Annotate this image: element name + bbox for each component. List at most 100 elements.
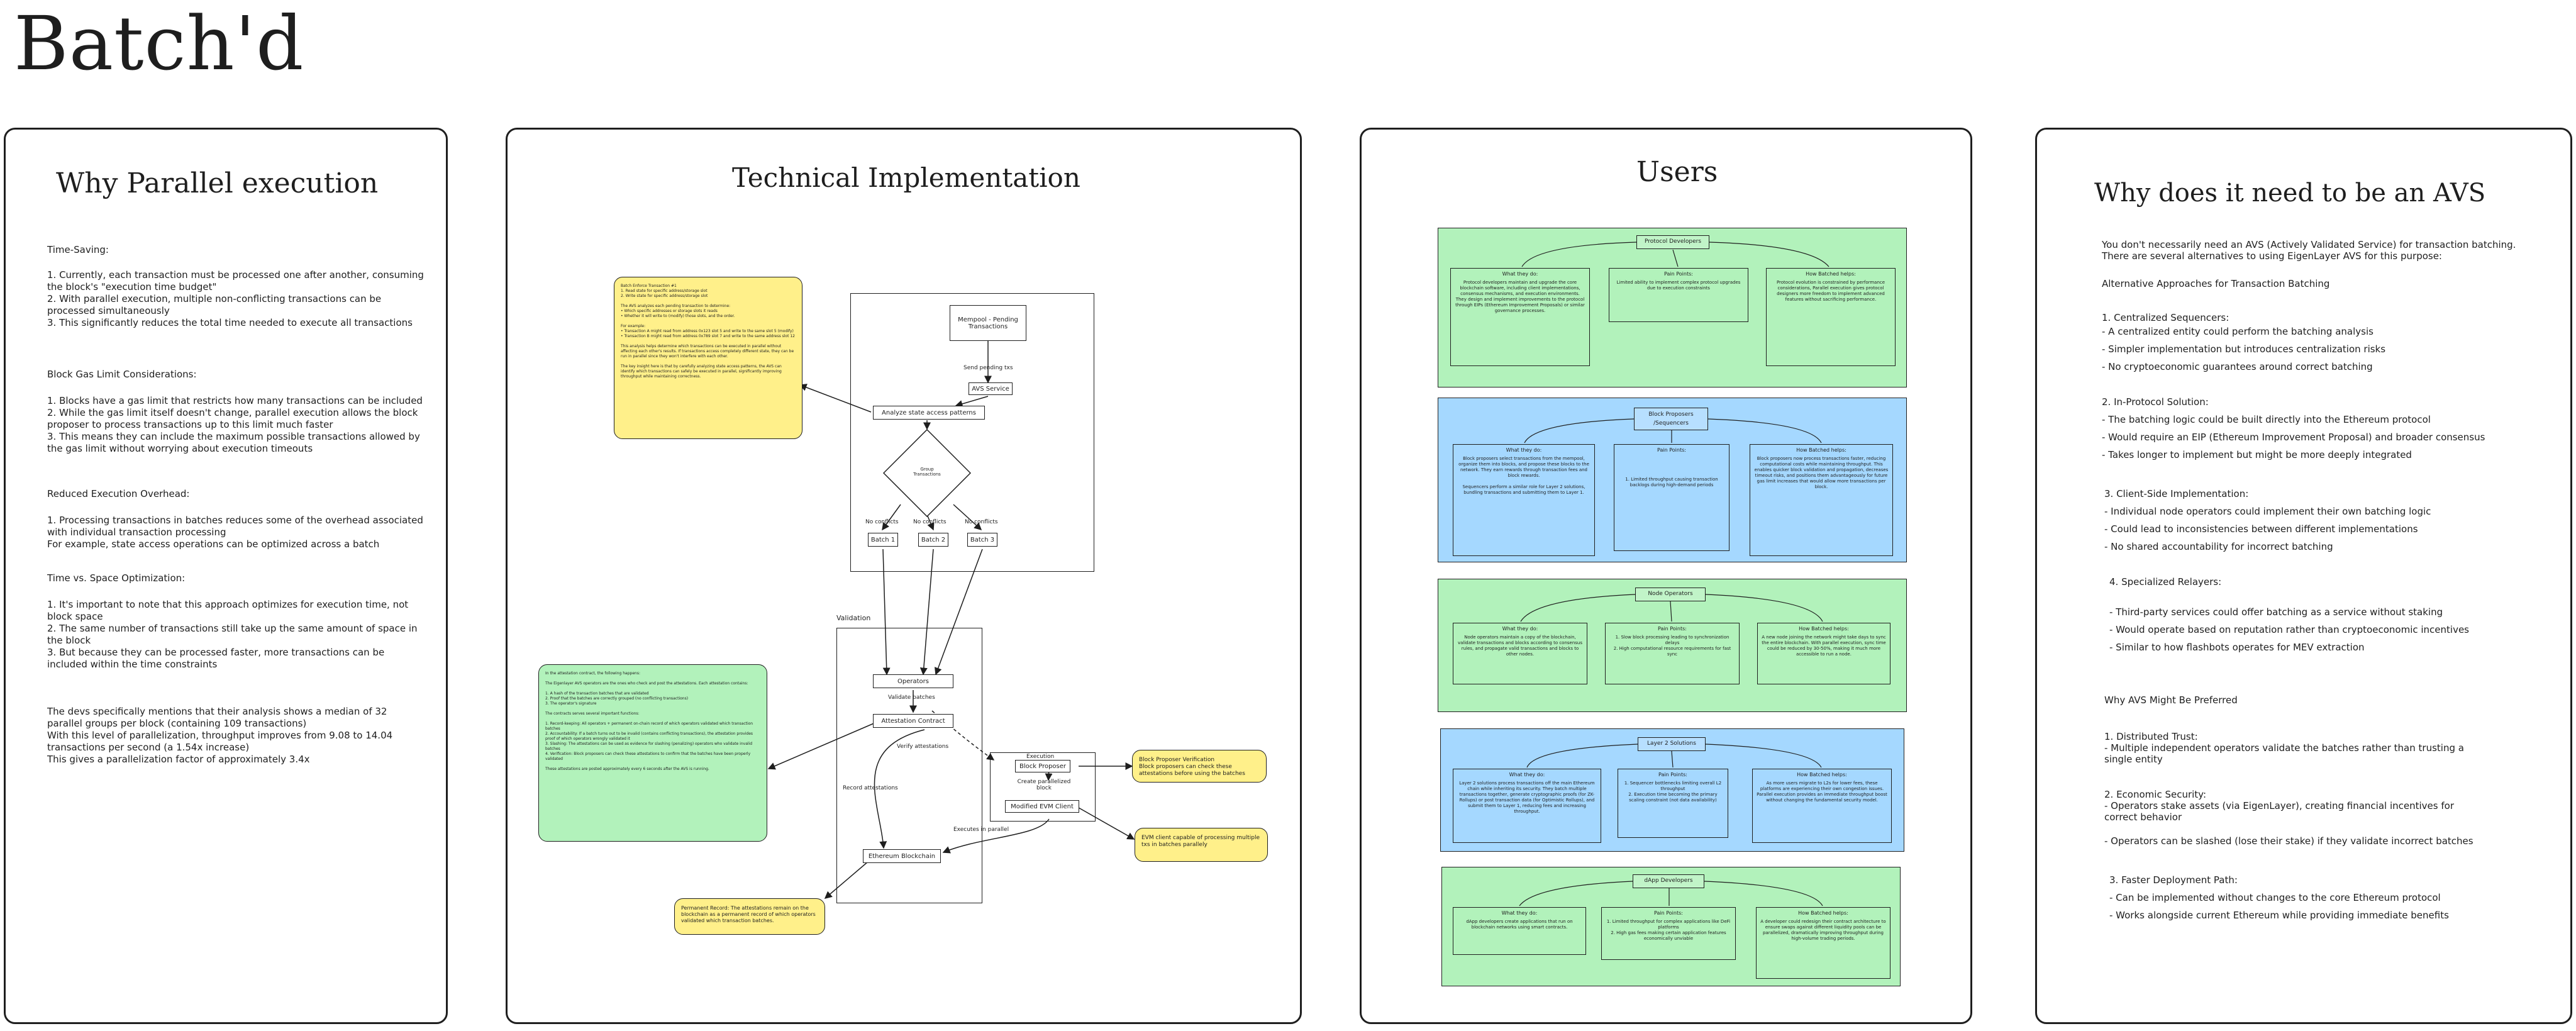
text-line: - Operators can be slashed (lose their s… [2104, 835, 2473, 847]
panel-title: Technical Implementation [732, 162, 1080, 193]
card-heading: Pain Points: [1664, 271, 1693, 277]
group-transactions-diamond[interactable] [883, 429, 971, 517]
card-heading: What they do: [1502, 626, 1538, 632]
block-proposer-box[interactable]: Block Proposer [1015, 760, 1070, 772]
text-line: - Individual node operators could implem… [2104, 506, 2431, 517]
section-heading: Time-Saving: [47, 244, 109, 255]
text-line: - Third-party services could offer batch… [2109, 606, 2443, 618]
card-heading: Pain Points: [1658, 772, 1687, 777]
card-body: Block proposers now process transactions… [1754, 456, 1889, 489]
page-title: Batch'd [14, 0, 304, 87]
what-they-do-card: What they do: Block proposers select tra… [1453, 444, 1595, 556]
text-line: - No shared accountability for incorrect… [2104, 541, 2333, 552]
text-line: - Would operate based on reputation rath… [2109, 624, 2469, 635]
section-heading: Node Operators [1635, 588, 1706, 601]
avs-service-box[interactable]: AVS Service [969, 382, 1013, 395]
execution-group-frame [990, 752, 1096, 822]
section-heading: Layer 2 Solutions [1638, 737, 1706, 751]
text-line: 1. Centralized Sequencers: [2102, 312, 2229, 323]
text-line: - Can be implemented without changes to … [2109, 892, 2441, 903]
paragraph: 1. Currently, each transaction must be p… [47, 269, 424, 328]
card-heading: How Batched helps: [1798, 910, 1848, 916]
pain-points-card: Pain Points: 1. Slow block processing le… [1605, 623, 1740, 684]
validate-batches-label: Validate batches [888, 694, 935, 701]
no-conflicts-label-3: No conflicts [965, 519, 998, 525]
pain-points-card: Pain Points: Limited ability to implemen… [1609, 268, 1748, 322]
card-body: Protocol evolution is constrained by per… [1776, 280, 1885, 302]
ethereum-blockchain-box[interactable]: Ethereum Blockchain [863, 849, 941, 863]
mempool-box[interactable]: Mempool - Pending Transactions [950, 305, 1026, 341]
card-heading: Pain Points: [1657, 447, 1686, 453]
text-line: You don't necessarily need an AVS (Activ… [2102, 239, 2516, 250]
verify-attestations-label: Verify attestations [897, 744, 949, 750]
card-body: Protocol developers maintain and upgrade… [1455, 280, 1585, 313]
card-heading: How Batched helps: [1799, 626, 1849, 632]
what-they-do-card: What they do: Protocol developers mainta… [1450, 268, 1590, 366]
paragraph: 1. Processing transactions in batches re… [47, 515, 423, 550]
what-they-do-card: What they do: Node operators maintain a … [1453, 623, 1587, 684]
how-batched-helps-card: How Batched helps: Block proposers now p… [1750, 444, 1893, 556]
card-heading: What they do: [1501, 910, 1538, 916]
note-state-access-analysis: Batch Enforce Transaction #1 1. Read sta… [614, 277, 802, 439]
card-heading: What they do: [1509, 772, 1545, 777]
pain-points-card: Pain Points: 1. Sequencer bottlenecks li… [1618, 769, 1728, 838]
card-body: Limited ability to implement complex pro… [1616, 280, 1741, 291]
pain-points-card: Pain Points: 1. Limited throughput causi… [1614, 444, 1729, 551]
card-body: dApp developers create applications that… [1466, 919, 1573, 930]
batching-group-frame [850, 293, 1094, 572]
group-transactions-label: Group Transactions [913, 467, 941, 477]
text-line: - Takes longer to implement but might be… [2102, 449, 2412, 460]
execution-label: Execution [1026, 754, 1055, 760]
user-section-layer-2 [1440, 728, 1904, 852]
batch-2-box[interactable]: Batch 2 [918, 533, 948, 547]
text-line: There are several alternatives to using … [2102, 250, 2442, 262]
how-batched-helps-card: How Batched helps: As more users migrate… [1752, 769, 1892, 843]
panel-why-parallel: Why Parallel execution Time-Saving: 1. C… [4, 128, 448, 1024]
how-batched-helps-card: How Batched helps: A new node joining th… [1757, 623, 1890, 684]
card-body: Layer 2 solutions process transactions o… [1459, 781, 1595, 814]
batch-3-box[interactable]: Batch 3 [967, 533, 997, 547]
text-line: - Multiple independent operators validat… [2104, 742, 2464, 754]
text-line: - Could lead to inconsistencies between … [2104, 523, 2418, 535]
card-body: A new node joining the network might tak… [1762, 635, 1886, 657]
batch-1-box[interactable]: Batch 1 [868, 533, 898, 547]
section-heading: Block Gas Limit Considerations: [47, 369, 197, 380]
card-body: 1. Slow block processing leading to sync… [1613, 635, 1731, 657]
text-line: - Similar to how flashbots operates for … [2109, 642, 2365, 653]
text-line: single entity [2104, 754, 2163, 765]
panel-title: Why does it need to be an AVS [2094, 179, 2486, 208]
text-line: 4. Specialized Relayers: [2109, 576, 2222, 588]
how-batched-helps-card: How Batched helps: A developer could red… [1756, 907, 1890, 979]
what-they-do-card: What they do: dApp developers create app… [1453, 907, 1586, 955]
attestation-contract-box[interactable]: Attestation Contract [873, 714, 953, 728]
modified-evm-box[interactable]: Modified EVM Client [1005, 800, 1079, 813]
section-heading: Time vs. Space Optimization: [47, 572, 186, 584]
panel-title: Why Parallel execution [56, 167, 379, 199]
analyze-state-box[interactable]: Analyze state access patterns [873, 406, 985, 420]
card-body: As more users migrate to L2s for lower f… [1757, 781, 1887, 803]
panel-title: Users [1636, 156, 1718, 188]
text-line: 2. Economic Security: [2104, 789, 2207, 800]
card-heading: How Batched helps: [1797, 772, 1847, 777]
card-heading: What they do: [1502, 271, 1538, 277]
paragraph: 1. It's important to note that this appr… [47, 599, 418, 670]
card-body: 1. Limited throughput for complex applic… [1606, 919, 1731, 941]
card-heading: Pain Points: [1658, 626, 1687, 632]
operators-box[interactable]: Operators [873, 674, 953, 688]
text-line: - No cryptoeconomic guarantees around co… [2102, 361, 2373, 372]
text-line: - Simpler implementation but introduces … [2102, 343, 2386, 355]
record-attestations-label: Record attestations [843, 785, 898, 791]
card-heading: Pain Points: [1654, 910, 1683, 916]
text-line: - A centralized entity could perform the… [2102, 326, 2373, 337]
what-they-do-card: What they do: Layer 2 solutions process … [1453, 769, 1601, 843]
executes-parallel-label: Executes in parallel [953, 827, 1009, 833]
text-line: - Works alongside current Ethereum while… [2109, 910, 2449, 921]
user-section-block-proposers [1438, 398, 1907, 562]
card-heading: What they do: [1506, 447, 1542, 453]
card-body: 1. Sequencer bottlenecks limiting overal… [1624, 781, 1722, 803]
note-block-proposer-verification: Block Proposer Verification Block propos… [1132, 750, 1267, 783]
no-conflicts-label-1: No conflicts [865, 519, 899, 525]
text-line: Alternative Approaches for Transaction B… [2102, 278, 2330, 289]
